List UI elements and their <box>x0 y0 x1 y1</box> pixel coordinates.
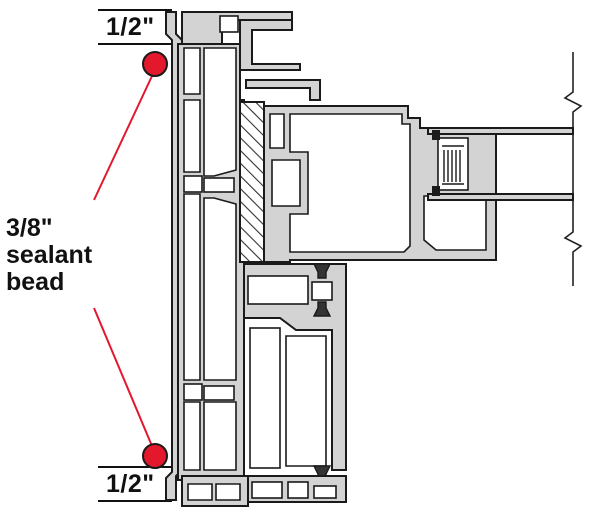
callout-size: 3/8" <box>6 214 53 242</box>
sealant-leader-lines <box>93 75 153 447</box>
thermal-break-mid <box>203 177 235 193</box>
wall-break-line <box>563 52 583 286</box>
thermal-break-lower-2 <box>203 385 235 401</box>
transom-thermal-break <box>311 281 333 301</box>
glass-pane-outer <box>427 127 574 135</box>
callout-word-sealant: sealant <box>6 241 93 269</box>
thermal-break-top <box>183 175 203 193</box>
dimension-lines <box>98 9 172 502</box>
thermal-break-connectors <box>183 15 239 401</box>
glass-pane-inner <box>427 193 574 201</box>
gasket-upper <box>312 263 332 279</box>
sealant-callout: 3/8" sealant bead <box>6 215 92 296</box>
leader-line-bottom <box>93 307 153 447</box>
top-receptor-arms <box>239 19 321 101</box>
bottom-dimension-label: 1/2" <box>106 470 155 498</box>
sealant-bead-bottom <box>142 443 168 469</box>
transom-chambers <box>247 275 327 469</box>
thermal-break-lower <box>183 383 203 401</box>
glass-unit <box>427 127 574 201</box>
setting-block-hatched <box>239 101 265 263</box>
leader-line-top <box>93 75 153 201</box>
outer-frame-chambers <box>183 47 241 501</box>
top-dimension-label: 1/2" <box>106 13 155 41</box>
sealant-bead-top <box>142 51 168 77</box>
thermal-break-top-flange <box>219 15 239 33</box>
callout-word-bead: bead <box>6 268 65 296</box>
gasket-mid <box>312 301 332 317</box>
